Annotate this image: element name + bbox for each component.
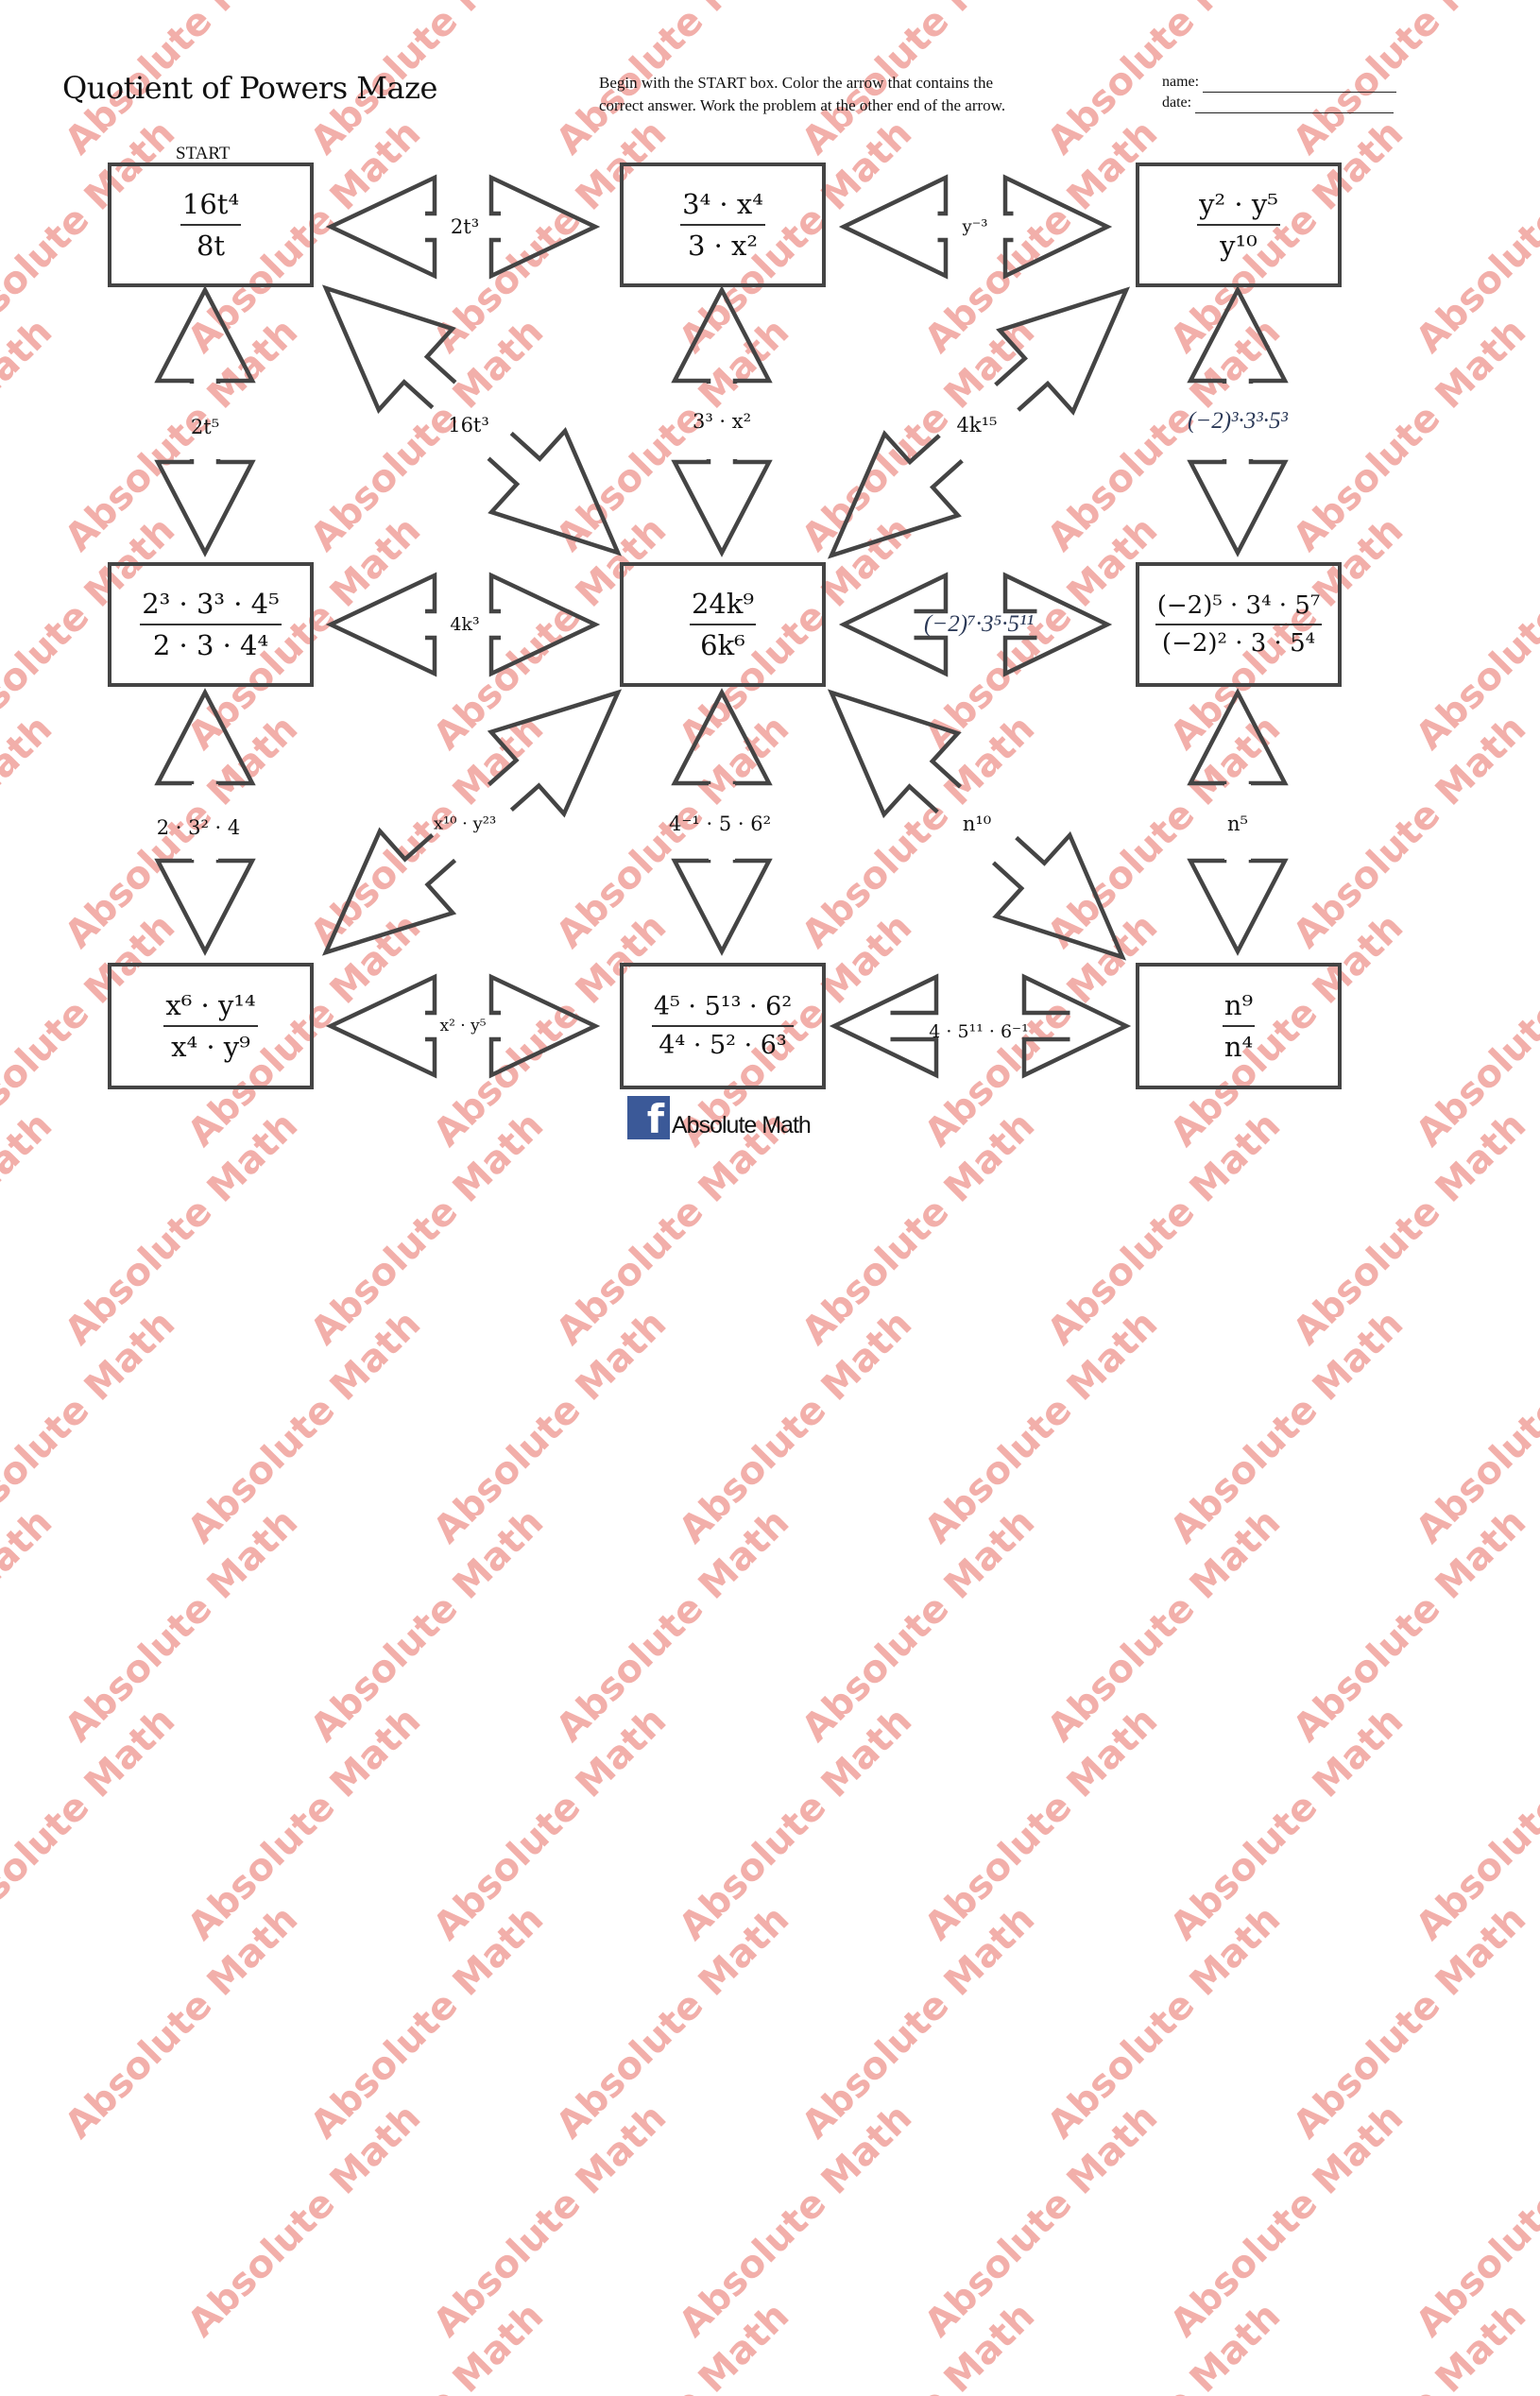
watermark-text: Absolute Math [1162, 1699, 1412, 1949]
watermark-text: Absolute Math [794, 1897, 1044, 2148]
watermark-text: Absolute Math [1285, 1500, 1535, 1751]
watermark-text: Absolute Math [425, 1302, 676, 1552]
watermark-text: Absolute Math [57, 1500, 307, 1751]
arrow-label-r3-h23[interactable]: 4 · 5¹¹ · 6⁻¹ [929, 1021, 1029, 1042]
watermark-text: Absolute Math [1039, 1500, 1290, 1751]
watermark-text: Absolute Math [1039, 2294, 1289, 2396]
watermark-text: Absolute Math [0, 1699, 184, 1949]
name-date-fields: name: date: [1162, 72, 1397, 113]
watermark-text: Absolute Math [1531, 1500, 1540, 1751]
arrow-shapes [154, 174, 1289, 1079]
name-input-line[interactable] [1203, 78, 1397, 93]
date-input-line[interactable] [1195, 99, 1395, 113]
watermark-text: Absolute Math [1408, 2096, 1540, 2346]
watermark-text: Absolute Math [302, 1897, 553, 2148]
arrow-label-r1-h12[interactable]: 2t³ [450, 215, 480, 238]
name-row: name: [1162, 72, 1397, 93]
arrow-label-c1-v23[interactable]: 2 · 3² · 4 [156, 816, 241, 839]
watermark-text: Absolute Math [671, 2096, 921, 2346]
arrow-label-diag-r1c1-r2c2[interactable]: 16t³ [448, 414, 489, 436]
arrow-label-c2-v12[interactable]: 3³ · x² [692, 410, 752, 433]
watermark-text: Absolute Math [1531, 1897, 1540, 2148]
watermark-text: Absolute Math [302, 1500, 553, 1751]
watermark-text: Absolute Math [671, 1302, 921, 1552]
arrow-label-c1-v12[interactable]: 2t⁵ [190, 416, 220, 438]
instructions-line-1: Begin with the START box. Color the arro… [599, 74, 994, 92]
watermark-text: Absolute Math [425, 2096, 676, 2346]
facebook-icon: f [627, 1096, 670, 1139]
watermark-text: Absolute Math [302, 2294, 552, 2396]
facebook-footer[interactable]: f Absolute Math [627, 1096, 812, 1139]
watermark-text: Absolute Math [671, 1699, 921, 1949]
watermark-text: Absolute Math [0, 1302, 184, 1552]
date-label: date: [1162, 94, 1192, 111]
arrow-label-r1-h23[interactable]: y⁻³ [962, 216, 988, 237]
arrow-label-c2-v23[interactable]: 4⁻¹ · 5 · 6² [668, 813, 772, 835]
watermark-text: Absolute Math [1162, 2096, 1412, 2346]
date-row: date: [1162, 93, 1396, 113]
name-label: name: [1162, 74, 1200, 90]
arrow-label-c3-v12[interactable]: (−2)³·3³·5³ [1187, 408, 1289, 434]
watermark-text: Absolute Math [1531, 2294, 1540, 2396]
page-title: Quotient of Powers Maze [62, 70, 437, 106]
watermark-text: Absolute Math [1162, 1302, 1412, 1552]
watermark-text: Absolute Math [180, 2096, 430, 2346]
instructions: Begin with the START box. Color the arro… [599, 72, 1166, 117]
brand-name: Absolute Math [672, 1112, 812, 1138]
watermark-text: Absolute Math [1408, 1699, 1540, 1949]
watermark-text: Absolute Math [916, 1699, 1167, 1949]
fraction: (−2)⁵ · 3⁴ · 5⁷(−2)² · 3 · 5⁴ [1155, 591, 1323, 658]
watermark-text: Absolute Math [916, 1302, 1167, 1552]
watermark-text: Absolute Math [1285, 1897, 1535, 2148]
arrow-label-c3-v23[interactable]: n⁵ [1227, 813, 1248, 835]
arrow-label-r2-h12[interactable]: 4k³ [450, 614, 480, 635]
watermark-text: Absolute Math [57, 1897, 307, 2148]
watermark-text: Absolute Math [548, 1500, 798, 1751]
watermark-text: Absolute Math [1285, 2294, 1534, 2396]
instructions-line-2: correct answer. Work the problem at the … [599, 96, 1006, 114]
maze-box-r2c3[interactable]: (−2)⁵ · 3⁴ · 5⁷(−2)² · 3 · 5⁴ [1136, 562, 1342, 687]
start-label: START [176, 144, 231, 163]
arrow-label-diag-r1c3-r2c2[interactable]: 4k¹⁵ [956, 414, 998, 436]
arrow-label-diag-r2c2-r3c3[interactable]: n¹⁰ [962, 813, 992, 835]
arrow-label-r3-h12[interactable]: x² · y⁵ [439, 1017, 487, 1035]
watermark-text: Absolute Math [794, 2294, 1043, 2396]
watermark-text: Absolute Math [425, 1699, 676, 1949]
watermark-text: Absolute Math [0, 1500, 61, 1750]
watermark-text: Absolute Math [180, 1699, 430, 1949]
watermark-text: Absolute Math [1039, 1897, 1290, 2148]
watermark-text: Absolute Math [1408, 1302, 1540, 1552]
watermark-text: Absolute Math [180, 1302, 430, 1552]
watermark-text: Absolute Math [548, 1897, 798, 2148]
watermark-text: Absolute Math [916, 2096, 1167, 2346]
arrow-label-diag-r2c2-r3c1[interactable]: x¹⁰ · y²³ [433, 813, 497, 834]
watermark-text: Absolute Math [794, 1500, 1044, 1751]
arrow-label-r2-h23[interactable]: (−2)⁷·3⁵·5¹¹ [924, 611, 1034, 637]
watermark-text: Absolute Math [548, 2294, 797, 2396]
